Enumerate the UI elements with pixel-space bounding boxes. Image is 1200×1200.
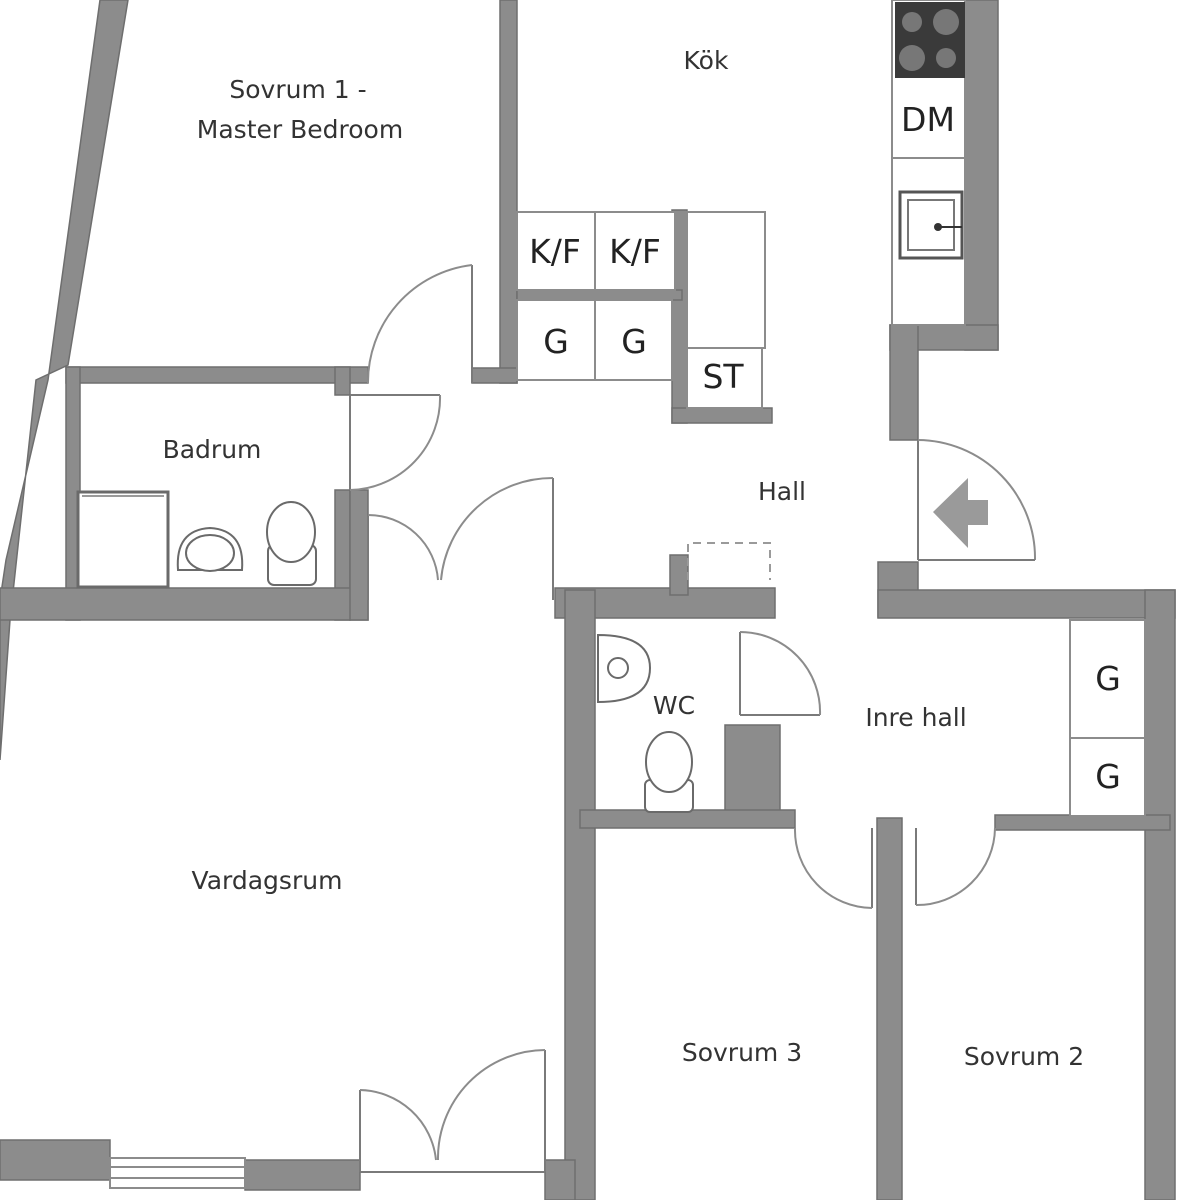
room-label-bedroom-3: Sovrum 3: [682, 1038, 802, 1067]
outer-wall-west: [0, 0, 129, 761]
kitchen-wardrobe-1-label: G: [543, 322, 569, 361]
dishwasher-label: DM: [901, 100, 955, 139]
wc-fixtures: [597, 633, 694, 813]
door-wc[interactable]: [739, 631, 822, 716]
room-label-inner-hall: Inre hall: [865, 703, 966, 732]
wall-bedroom-divider: [876, 817, 903, 1200]
sink-icon: [176, 526, 244, 572]
fridge-freezer-1-label: K/F: [529, 232, 581, 271]
storage-cabinet-top: [686, 211, 766, 349]
door-bedroom-2[interactable]: [915, 827, 996, 907]
wall-living-east: [544, 1159, 576, 1200]
door-bathroom[interactable]: [349, 394, 442, 491]
room-label-living-room: Vardagsrum: [192, 866, 343, 895]
kitchen-wardrobe-1: [516, 299, 596, 381]
door-entrance[interactable]: [917, 439, 1037, 561]
wall-wc-west: [564, 589, 596, 1200]
wall-bedroom2-north: [994, 814, 1171, 831]
hall-wardrobe-2: [1069, 737, 1146, 817]
wall-kitchen-east: [964, 0, 999, 351]
wall-kitchen-closet-stub: [471, 367, 518, 384]
hall-niche: [687, 542, 771, 580]
fridge-freezer-2-label: K/F: [609, 232, 661, 271]
door-balcony[interactable]: [359, 1049, 546, 1173]
room-label-master-bedroom-line1: Sovrum 1 -: [229, 75, 366, 104]
wall-east-outer: [1144, 589, 1176, 1200]
room-label-bedroom-2: Sovrum 2: [964, 1042, 1084, 1071]
wall-bath-living: [0, 587, 369, 621]
wall-bath-east: [334, 366, 351, 396]
stove-icon: [895, 2, 965, 78]
hall-wardrobe-1: [1069, 619, 1146, 739]
wall-bath-living-stub: [349, 489, 369, 621]
shower: [76, 490, 170, 589]
wall-innerhall-north: [877, 589, 1176, 619]
kitchen-wardrobe-2: [594, 299, 673, 381]
door-living-room-double[interactable]: [367, 476, 554, 600]
wall-closet-st-bottom: [671, 407, 773, 424]
door-master-bedroom[interactable]: [366, 264, 473, 384]
storage-cabinet: [686, 347, 763, 409]
window-icon: [109, 1157, 246, 1189]
wall-bedroom1-kitchen: [499, 0, 518, 384]
room-label-hall: Hall: [758, 477, 806, 506]
storage-label: ST: [702, 357, 744, 396]
toilet-icon: [644, 731, 694, 813]
wall-entrance-north: [889, 324, 919, 441]
door-bedroom-3[interactable]: [793, 827, 873, 909]
sink-icon: [597, 633, 652, 704]
wall-living-south-left: [0, 1139, 111, 1181]
room-label-master-bedroom-line2: Master Bedroom: [197, 115, 403, 144]
hall-wardrobe-1-label: G: [1095, 659, 1121, 698]
kitchen-wardrobe-2-label: G: [621, 322, 647, 361]
fridge-freezer-1: [516, 211, 596, 291]
room-label-bathroom: Badrum: [163, 435, 262, 464]
doors: [349, 264, 1037, 1173]
toilet-icon: [266, 501, 317, 586]
hall-wardrobe-2-label: G: [1095, 757, 1121, 796]
kitchen-counter: [891, 0, 966, 326]
room-label-kitchen: Kök: [684, 46, 729, 75]
wall-living-south-mid: [244, 1159, 361, 1191]
sink-icon: [898, 190, 964, 260]
entrance-arrow-icon: [933, 478, 988, 548]
wall-closet-divider: [516, 289, 683, 301]
room-label-wc: WC: [653, 691, 695, 720]
wall-bedroom1-bath-north: [65, 366, 369, 384]
wall-wc-east-pillar: [724, 724, 781, 826]
wall-hall-stub: [669, 554, 689, 596]
kitchen-appliance-block: [516, 211, 766, 409]
bathroom-fixtures: [76, 490, 317, 589]
fridge-freezer-2: [594, 211, 676, 291]
